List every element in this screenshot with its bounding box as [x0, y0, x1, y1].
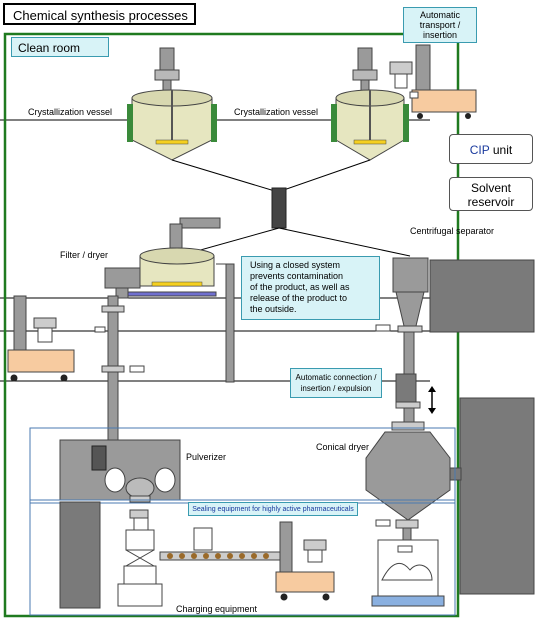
sealing-equipment-label: Sealing equipment for highly active phar…: [188, 502, 358, 516]
auto-connection-line-2: insertion / expulsion: [300, 384, 372, 393]
filter-dryer-graphic: [104, 217, 235, 383]
auto-transport-line-1: Automatic: [419, 10, 461, 20]
crystallization-vessel-left-label: Crystallization vessel: [28, 107, 113, 117]
auto-connection-line-1: Automatic connection /: [295, 373, 377, 382]
closed-system-line-3: of the product, as well as: [250, 282, 350, 292]
solvent-reservoir-box: Solvent reservoir: [449, 177, 533, 211]
auto-transport-line-3: insertion: [422, 30, 458, 40]
solvent-reservoir-line-2: reservoir: [467, 195, 515, 209]
centrifugal-separator-graphic: [375, 257, 436, 423]
conical-dryer-label: Conical dryer: [316, 442, 370, 452]
centrifugal-separator-label: Centrifugal separator: [410, 226, 495, 236]
charging-equipment-graphic: [59, 501, 445, 609]
closed-system-note: Using a closed system prevents contamina…: [241, 256, 380, 320]
closed-system-line-5: the outside.: [250, 304, 297, 314]
crystallization-vessel-left-graphic: [127, 47, 217, 161]
left-cart-graphic: [7, 295, 75, 382]
pulverizer-graphic: [59, 439, 181, 503]
auto-transport-line-2: transport /: [419, 20, 461, 30]
cip-suffix: unit: [489, 143, 513, 157]
pulverizer-label: Pulverizer: [186, 452, 227, 462]
cip-unit-box: CIP unit: [449, 134, 533, 164]
dryer-drive-block: [459, 397, 535, 595]
solvent-reservoir-line-1: Solvent: [470, 181, 512, 195]
crystallization-vessel-right-graphic: [331, 47, 409, 161]
transfer-connector: [271, 187, 287, 229]
closed-system-line-2: prevents contamination: [250, 271, 344, 281]
auto-connection-note: Automatic connection / insertion / expul…: [290, 368, 382, 398]
auto-transport-cart-graphic: [389, 44, 477, 119]
page-title: Chemical synthesis processes: [3, 3, 196, 25]
conical-dryer-graphic: [365, 421, 451, 543]
centrifuge-drive-block: [429, 259, 535, 333]
auto-transport-label: Automatic transport / insertion: [403, 7, 477, 43]
charging-zone: [29, 499, 456, 616]
closed-system-line-4: release of the product to: [250, 293, 348, 303]
clean-room-label: Clean room: [11, 37, 109, 57]
closed-system-line-1: Using a closed system: [250, 260, 341, 270]
filter-dryer-label: Filter / dryer: [60, 250, 109, 260]
charging-equipment-label: Charging equipment: [176, 604, 258, 614]
cip-prefix: CIP: [469, 143, 490, 157]
crystallization-vessel-right-label: Crystallization vessel: [234, 107, 319, 117]
